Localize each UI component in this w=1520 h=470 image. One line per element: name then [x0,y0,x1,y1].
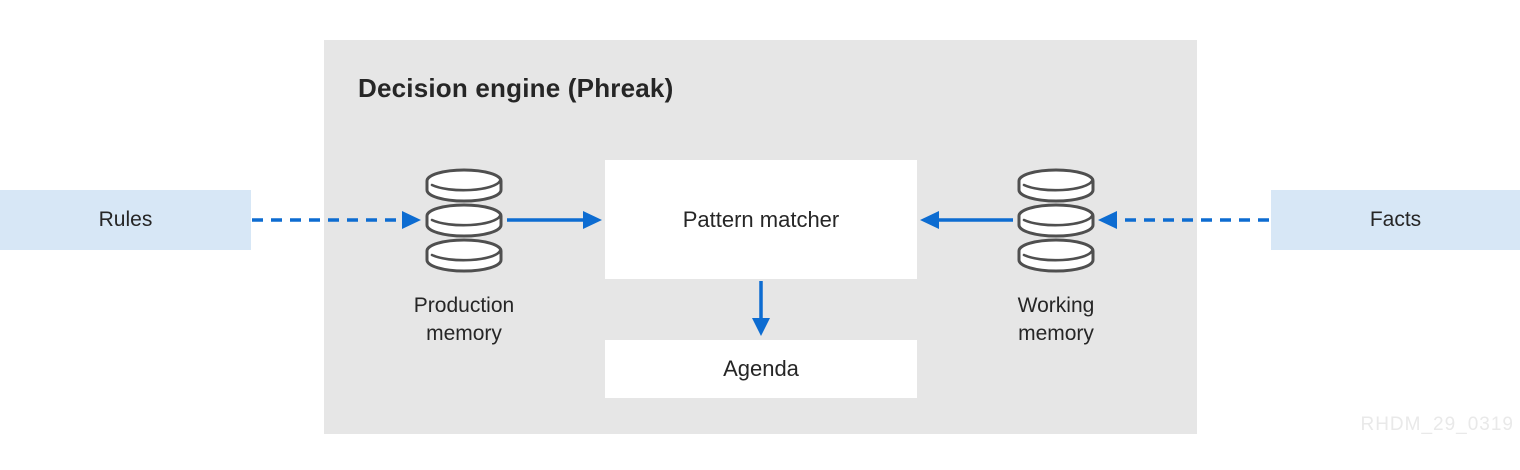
rules-node: Rules [0,190,251,250]
agenda-node: Agenda [605,340,917,398]
watermark-text: RHDM_29_0319 [1360,414,1514,435]
working-memory-label: Working memory [1017,294,1095,346]
working-memory-database-icon [1017,168,1095,273]
production-memory-database-icon [425,168,503,273]
production-memory-label: Production memory [413,294,515,346]
facts-label: Facts [1369,208,1422,231]
pattern-matcher-label: Pattern matcher [682,206,840,232]
agenda-label: Agenda [723,356,799,381]
diagram-title: Decision engine (Phreak) [358,73,674,103]
pattern-matcher-node: Pattern matcher [605,160,917,279]
facts-node: Facts [1271,190,1520,250]
rules-label: Rules [98,208,153,231]
